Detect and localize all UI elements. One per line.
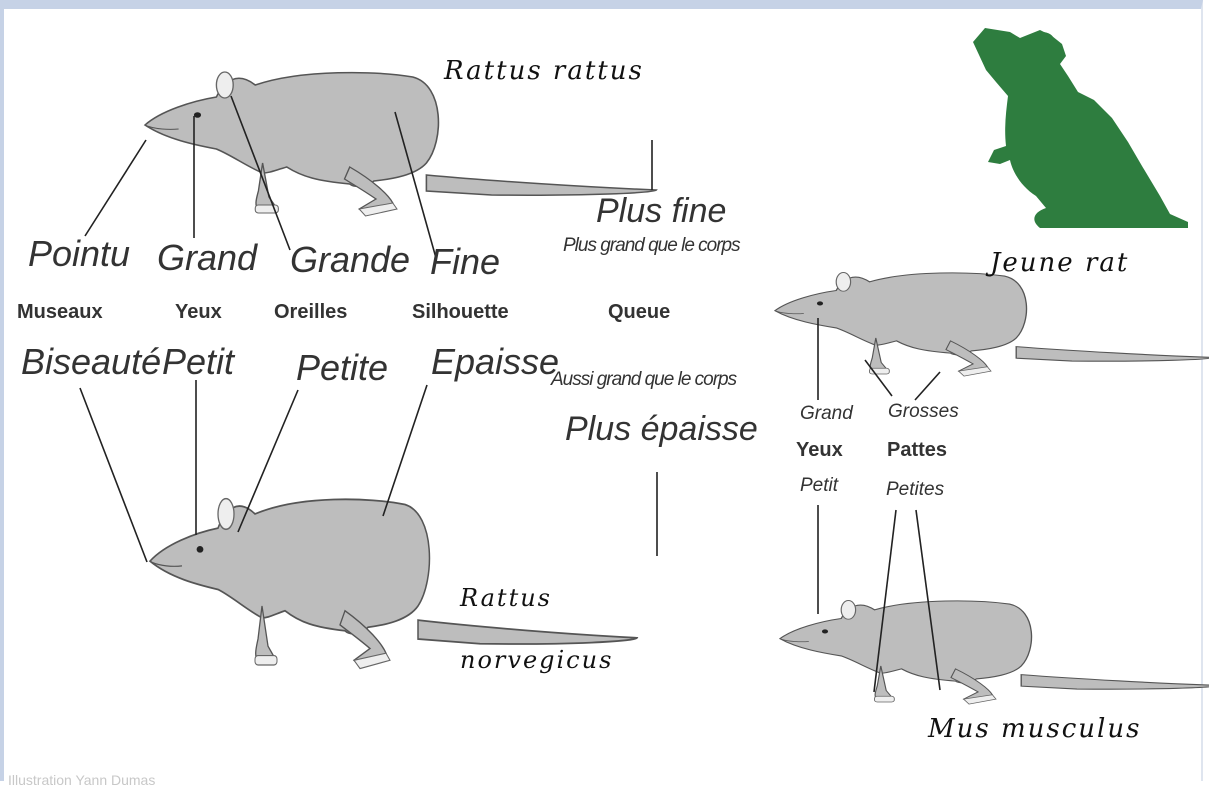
header-yeux: Yeux bbox=[175, 302, 222, 322]
yeux-mouse-value: Petit bbox=[800, 476, 838, 495]
silhouette-norvegicus-value: Epaisse bbox=[431, 344, 559, 380]
rattus-rattus-illustration bbox=[145, 72, 656, 216]
species-jeune-rat: Jeune rat bbox=[990, 250, 1129, 276]
yeux-rattus-value: Grand bbox=[157, 240, 257, 276]
species-mus-musculus: Mus musculus bbox=[928, 716, 1141, 742]
pattes-young-value: Grosses bbox=[888, 402, 959, 421]
illustration-credit: Illustration Yann Dumas bbox=[8, 772, 155, 788]
oreilles-norvegicus-value: Petite bbox=[296, 350, 388, 386]
oreilles-rattus-value: Grande bbox=[290, 242, 410, 278]
header-silhouette: Silhouette bbox=[412, 302, 509, 322]
species-rattus-rattus: Rattus rattus bbox=[444, 58, 644, 84]
header-queue: Queue bbox=[608, 302, 670, 322]
header-young-yeux: Yeux bbox=[796, 440, 843, 460]
pattes-mouse-value: Petites bbox=[886, 480, 944, 499]
mouse-illustration bbox=[780, 600, 1209, 704]
yeux-young-value: Grand bbox=[800, 404, 853, 423]
silhouette-rattus-value: Fine bbox=[430, 244, 500, 280]
queue-rattus-note: Plus grand que le corps bbox=[563, 236, 740, 255]
species-rattus-norvegicus-line1: Rattus bbox=[460, 586, 552, 610]
rattus-norvegicus-illustration bbox=[150, 499, 637, 669]
species-rattus-norvegicus-line2: norvegicus bbox=[460, 648, 613, 672]
queue-norvegicus-value: Plus épaisse bbox=[565, 412, 758, 446]
queue-rattus-value: Plus fine bbox=[596, 194, 726, 228]
yeux-norvegicus-value: Petit bbox=[162, 344, 234, 380]
header-museaux: Museaux bbox=[17, 302, 103, 322]
young-rat-illustration bbox=[775, 272, 1209, 376]
queue-norvegicus-note: Aussi grand que le corps bbox=[551, 370, 736, 389]
header-young-pattes: Pattes bbox=[887, 440, 947, 460]
rat-silhouette-icon bbox=[973, 28, 1188, 228]
museaux-rattus-value: Pointu bbox=[28, 236, 130, 272]
museaux-norvegicus-value: Biseauté bbox=[21, 344, 161, 380]
header-oreilles: Oreilles bbox=[274, 302, 347, 322]
